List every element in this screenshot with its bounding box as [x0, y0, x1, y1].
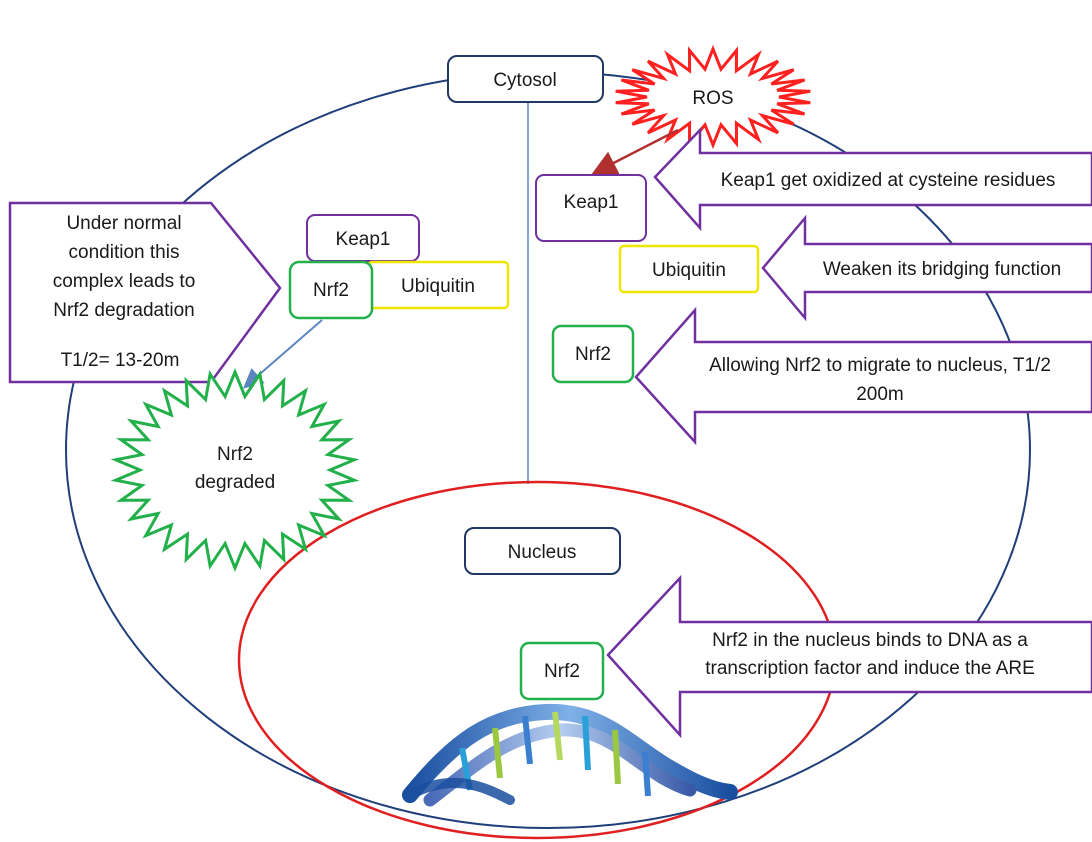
svg-text:Nrf2: Nrf2 — [217, 444, 253, 465]
svg-text:ROS: ROS — [692, 88, 733, 109]
dna-helix-image — [402, 703, 738, 807]
svg-text:Ubiquitin: Ubiquitin — [652, 260, 726, 281]
keap1-stress-box: Keap1 — [535, 174, 647, 242]
nucleus-label: Nucleus — [464, 527, 621, 575]
nrf2-degraded-burst: Nrf2 degraded — [110, 368, 360, 572]
svg-text:Weaken its bridging function: Weaken its bridging function — [823, 259, 1061, 280]
svg-text:condition this: condition this — [69, 242, 180, 263]
svg-text:Nrf2: Nrf2 — [575, 344, 611, 365]
svg-text:T1/2= 13-20m: T1/2= 13-20m — [61, 350, 180, 371]
nrf2-normal-box: Nrf2 — [288, 260, 374, 320]
svg-text:Nucleus: Nucleus — [508, 542, 577, 563]
normal-condition-callout: Under normal condition this complex lead… — [8, 201, 282, 384]
ros-to-keap1-arrow — [591, 128, 679, 175]
svg-text:200m: 200m — [856, 384, 904, 405]
svg-text:Keap1: Keap1 — [564, 192, 619, 213]
svg-text:Keap1: Keap1 — [336, 229, 391, 250]
svg-text:Keap1 get oxidized at cysteine: Keap1 get oxidized at cysteine residues — [721, 170, 1056, 191]
ros-burst: ROS — [615, 44, 811, 150]
ubiquitin-normal-box: Ubiquitin — [366, 260, 510, 310]
migrate-nucleus-callout: Allowing Nrf2 to migrate to nucleus, T1/… — [634, 306, 1092, 446]
svg-text:Nrf2: Nrf2 — [544, 661, 580, 682]
svg-text:degraded: degraded — [195, 472, 275, 493]
binds-dna-callout: Nrf2 in the nucleus binds to DNA as a tr… — [606, 574, 1092, 739]
cytosol-label: Cytosol — [447, 55, 604, 103]
keap1-oxidized-callout: Keap1 get oxidized at cysteine residues — [653, 126, 1092, 232]
svg-text:Nrf2 in the nucleus binds to D: Nrf2 in the nucleus binds to DNA as a — [712, 630, 1028, 651]
svg-text:transcription factor and induc: transcription factor and induce the ARE — [705, 658, 1035, 679]
nrf2-stress-box: Nrf2 — [551, 324, 635, 384]
nrf2-nucleus-box: Nrf2 — [519, 641, 605, 701]
svg-text:Nrf2: Nrf2 — [313, 280, 349, 301]
keap1-normal-box: Keap1 — [306, 214, 420, 262]
weaken-bridging-callout: Weaken its bridging function — [761, 214, 1092, 322]
svg-text:Under normal: Under normal — [66, 213, 181, 234]
ubiquitin-stress-box: Ubiquitin — [618, 244, 760, 294]
svg-text:Allowing Nrf2 to migrate to nu: Allowing Nrf2 to migrate to nucleus, T1/… — [709, 355, 1051, 376]
svg-text:Cytosol: Cytosol — [493, 70, 556, 91]
svg-text:complex leads to: complex leads to — [53, 271, 196, 292]
svg-text:Nrf2 degradation: Nrf2 degradation — [53, 300, 195, 321]
svg-text:Ubiquitin: Ubiquitin — [401, 276, 475, 297]
